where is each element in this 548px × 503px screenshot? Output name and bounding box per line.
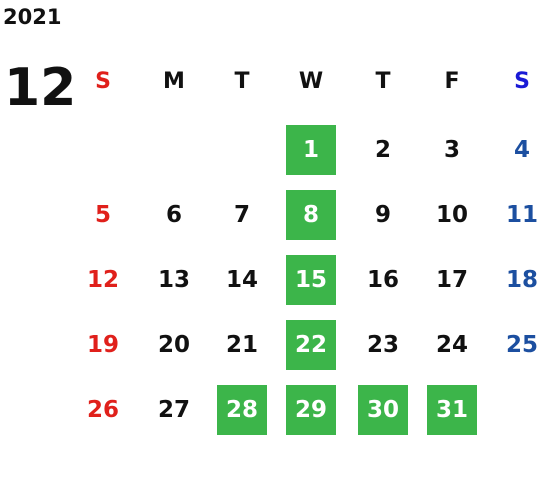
day-cell-19[interactable]: 19 — [86, 332, 119, 358]
day-cell-26[interactable]: 26 — [86, 397, 119, 423]
day-cell-24[interactable]: 24 — [435, 332, 468, 358]
day-cell-17[interactable]: 17 — [435, 267, 468, 293]
day-cell-3[interactable]: 3 — [443, 137, 460, 163]
calendar-month: 12 — [4, 58, 77, 118]
day-cell-28[interactable]: 28 — [217, 385, 267, 435]
day-cell-2[interactable]: 2 — [374, 137, 391, 163]
day-cell-5[interactable]: 5 — [94, 202, 111, 228]
day-cell-29[interactable]: 29 — [286, 385, 336, 435]
day-cell-10[interactable]: 10 — [435, 202, 468, 228]
day-cell-11[interactable]: 11 — [505, 202, 538, 228]
day-cell-12[interactable]: 12 — [86, 267, 119, 293]
day-cell-30[interactable]: 30 — [358, 385, 408, 435]
day-cell-25[interactable]: 25 — [505, 332, 538, 358]
day-cell-13[interactable]: 13 — [157, 267, 190, 293]
weekday-tuesday: T — [234, 68, 250, 94]
day-cell-23[interactable]: 23 — [366, 332, 399, 358]
weekday-monday: M — [163, 68, 185, 94]
day-cell-4[interactable]: 4 — [513, 137, 530, 163]
day-cell-8[interactable]: 8 — [286, 190, 336, 240]
weekday-wednesday: W — [298, 68, 324, 94]
weekday-thursday: T — [375, 68, 391, 94]
day-cell-9[interactable]: 9 — [374, 202, 391, 228]
day-cell-15[interactable]: 15 — [286, 255, 336, 305]
day-cell-27[interactable]: 27 — [157, 397, 190, 423]
weekday-saturday: S — [514, 68, 530, 94]
day-cell-7[interactable]: 7 — [233, 202, 250, 228]
day-cell-1[interactable]: 1 — [286, 125, 336, 175]
day-cell-6[interactable]: 6 — [165, 202, 182, 228]
day-cell-14[interactable]: 14 — [225, 267, 258, 293]
day-cell-21[interactable]: 21 — [225, 332, 258, 358]
day-cell-16[interactable]: 16 — [366, 267, 399, 293]
day-cell-18[interactable]: 18 — [505, 267, 538, 293]
day-cell-31[interactable]: 31 — [427, 385, 477, 435]
day-cell-20[interactable]: 20 — [157, 332, 190, 358]
calendar-year: 2021 — [3, 5, 62, 29]
day-cell-22[interactable]: 22 — [286, 320, 336, 370]
weekday-sunday: S — [95, 68, 111, 94]
weekday-friday: F — [444, 68, 460, 94]
